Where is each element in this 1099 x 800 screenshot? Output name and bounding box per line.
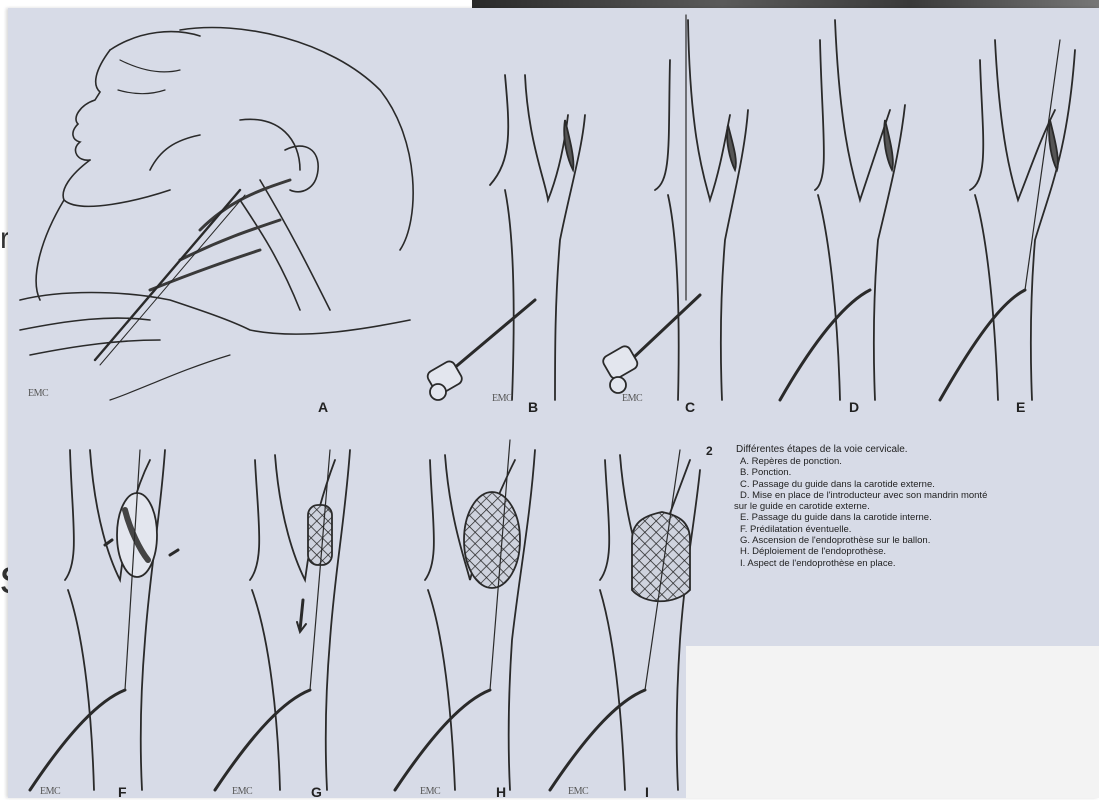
panel-g-drawing bbox=[215, 450, 350, 790]
figure-title: Différentes étapes de la voie cervicale. bbox=[736, 444, 908, 455]
panel-c-drawing bbox=[601, 15, 748, 400]
caption-list: A. Repères de ponction. B. Ponction. C. … bbox=[740, 456, 1070, 569]
caption-item: D. Mise en place de l'introducteur avec … bbox=[740, 490, 1070, 501]
emc-mark-g: EMC bbox=[232, 786, 252, 797]
caption-item: F. Prédilatation éventuelle. bbox=[740, 524, 1070, 535]
emc-mark-b: EMC bbox=[492, 393, 512, 404]
panel-label-b: B bbox=[528, 399, 538, 415]
panel-label-d: D bbox=[849, 399, 859, 415]
caption-item: I. Aspect de l'endoprothèse en place. bbox=[740, 558, 1070, 569]
caption-item: H. Déploiement de l'endoprothèse. bbox=[740, 546, 1070, 557]
caption-item: A. Repères de ponction. bbox=[740, 456, 1070, 467]
panel-label-e: E bbox=[1016, 399, 1025, 415]
caption-item: B. Ponction. bbox=[740, 467, 1070, 478]
caption-item: C. Passage du guide dans la carotide ext… bbox=[740, 479, 1070, 490]
emc-mark-h: EMC bbox=[420, 786, 440, 797]
emc-mark-c: EMC bbox=[622, 393, 642, 404]
panel-e-drawing bbox=[940, 40, 1075, 400]
panel-label-a: A bbox=[318, 399, 328, 415]
emc-mark-a: EMC bbox=[28, 388, 48, 399]
caption-item: E. Passage du guide dans la carotide int… bbox=[740, 512, 1070, 523]
emc-mark-f: EMC bbox=[40, 786, 60, 797]
panel-d-drawing bbox=[780, 20, 905, 400]
panel-f-drawing bbox=[30, 450, 178, 790]
panel-b-drawing bbox=[426, 75, 585, 400]
blank-card-overlay bbox=[686, 646, 1099, 798]
caption-item: sur le guide en carotide externe. bbox=[734, 501, 1070, 512]
caption-item: G. Ascension de l'endoprothèse sur le ba… bbox=[740, 535, 1070, 546]
panel-h-drawing bbox=[395, 440, 535, 790]
panel-a-drawing bbox=[20, 28, 413, 401]
panel-i-drawing bbox=[550, 450, 700, 790]
panel-label-c: C bbox=[685, 399, 695, 415]
figure-number: 2 bbox=[706, 444, 713, 458]
emc-mark-i: EMC bbox=[568, 786, 588, 797]
